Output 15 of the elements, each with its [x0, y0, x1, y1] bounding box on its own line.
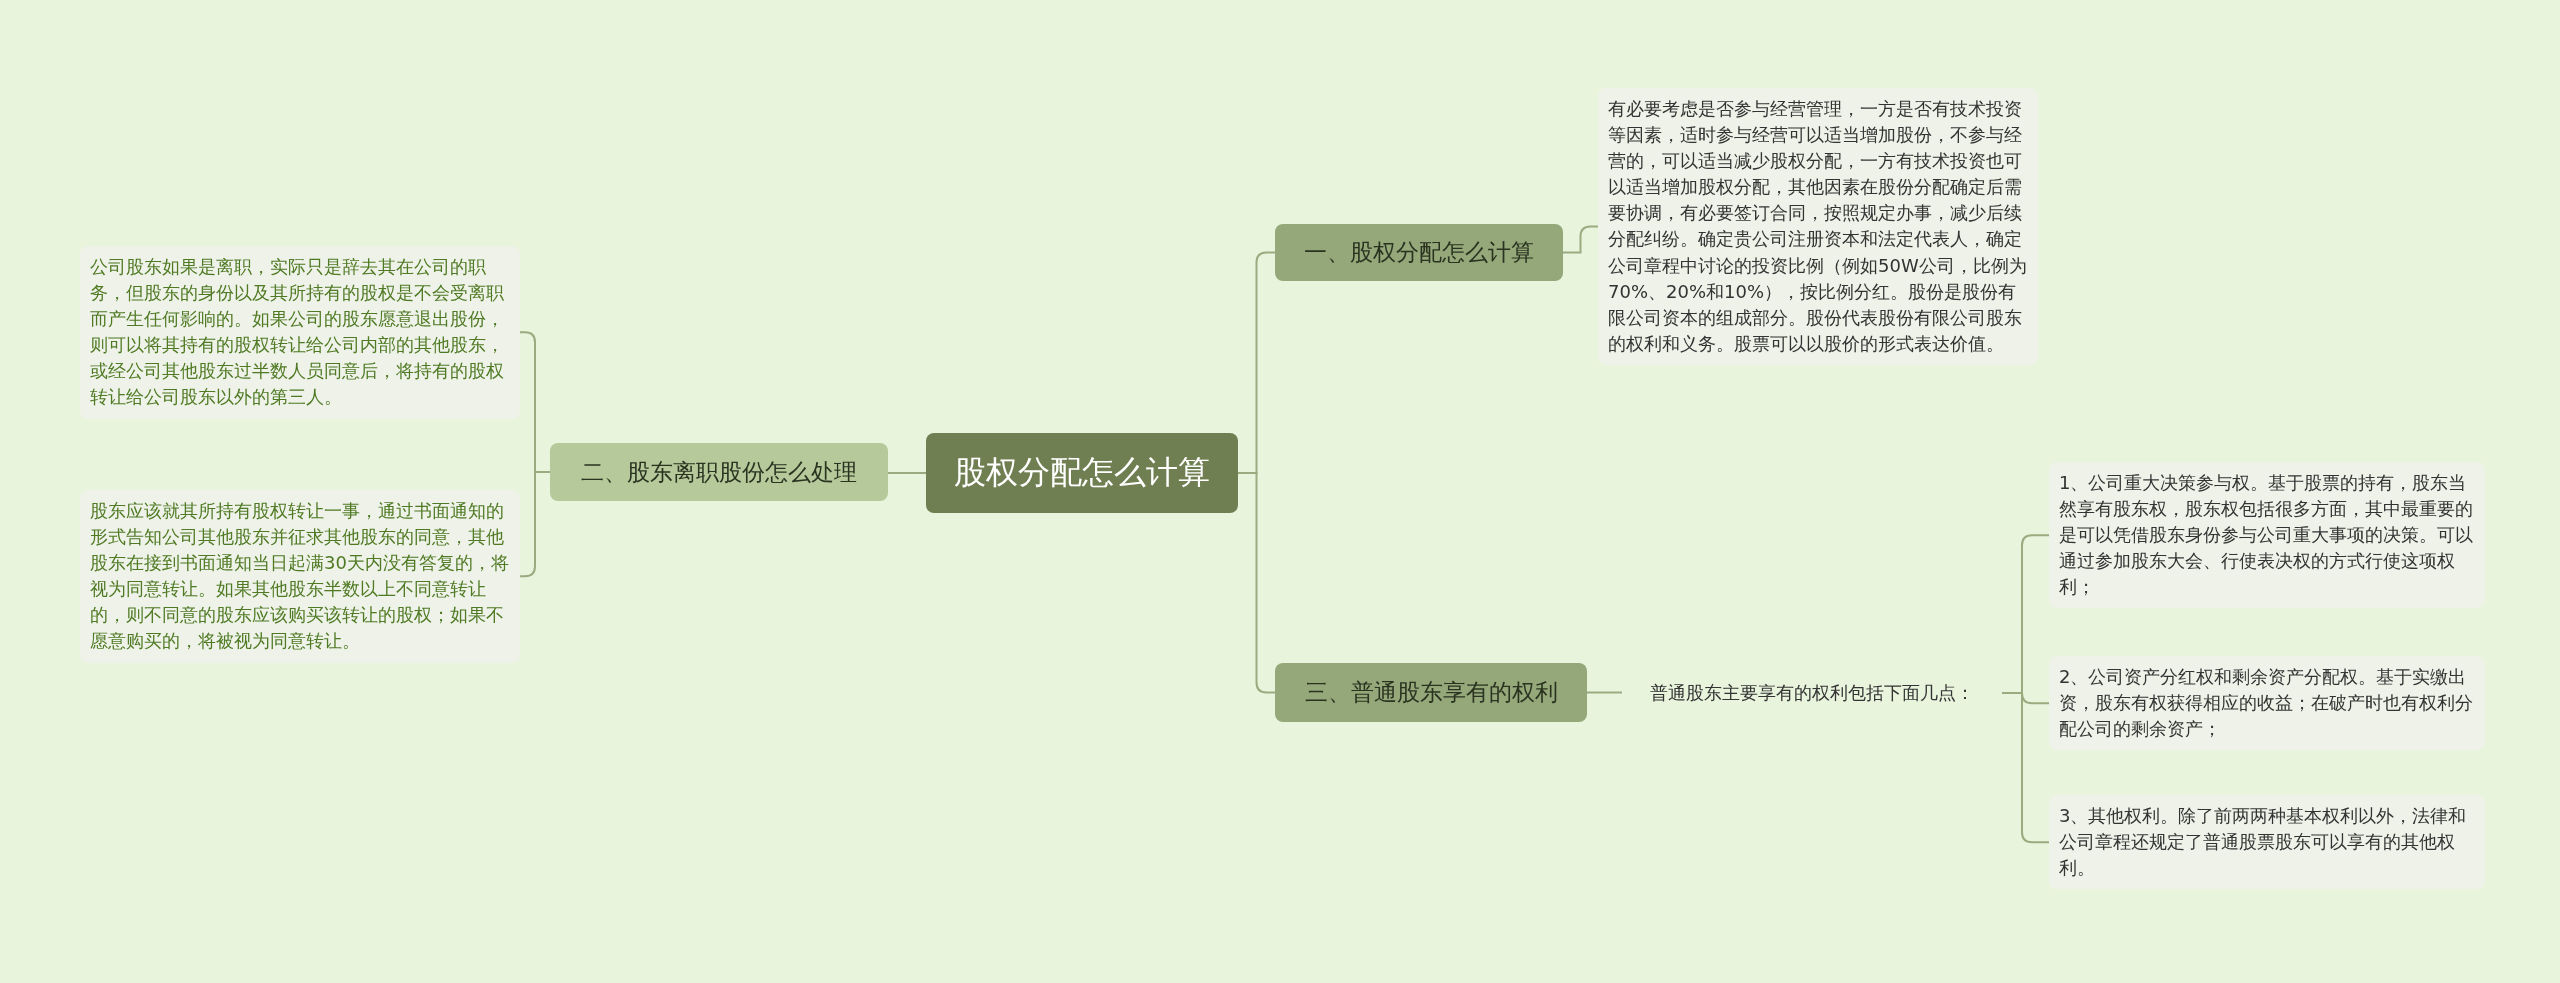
connector-line — [1237, 472, 1276, 694]
text-card: 1、公司重大决策参与权。基于股票的持有，股东当然享有股东权，股东权包括很多方面，其中最重要的是可以凭借股东身份参与公司重大事项的决策。可以通过参加股东大会、行使表决权的方式行使这项权利； — [2049, 462, 2485, 609]
connector-line — [887, 472, 927, 474]
text-card: 有必要考虑是否参与经营管理，一方是否有技术投资等因素，适时参与经营可以适当增加股份，不参与经营的，可以适当减少股权分配，一方有技术投资也可以适当增加股权分配，其他因素在股份分配确定后需要协调，有必要签订合同，按照规定办事，减少后续分配纠纷。确定贵公司注册资本和法定代表人，确定公司章程中讨论的投资比例（例如50W公司，比例为70%、20%和10%），按比例分红。股份是股份有限公司资本的组成部分。股份代表股份有限公司股东的权利和义务。股票可以以股价的形式表达价值。 — [1598, 88, 2038, 365]
text-label: 普通股东主要享有的权利包括下面几点： — [1622, 674, 2002, 712]
branch-topic: 三、普通股东享有的权利 — [1275, 663, 1587, 722]
branch-topic: 一、股权分配怎么计算 — [1275, 224, 1563, 281]
branch-topic: 二、股东离职股份怎么处理 — [550, 443, 888, 501]
text-card: 3、其他权利。除了前两两种基本权利以外，法律和公司章程还规定了普通股票股东可以享有的其他权利。 — [2049, 795, 2485, 890]
text-card: 2、公司资产分红权和剩余资产分配权。基于实缴出资，股东有权获得相应的收益；在破产时也有权利分配公司的剩余资产； — [2049, 656, 2485, 751]
connector-line — [1586, 691, 1623, 694]
connector-line — [1562, 225, 1599, 254]
text-card: 公司股东如果是离职，实际只是辞去其在公司的职务，但股东的身份以及其所持有的股权是不会受离职而产生任何影响的。如果公司的股东愿意退出股份，则可以将其持有的股权转让给公司内部的其他股东，或经公司其他股东过半数人员同意后，将持有的股权转让给公司股东以外的第三人。 — [80, 246, 520, 419]
text-card: 股东应该就其所持有股权转让一事，通过书面通知的形式告知公司其他股东并征求其他股东的同意，其他股东在接到书面通知当日起满30天内没有答复的，将视为同意转让。如果其他股东半数以上不同意转让的，则不同意的股东应该购买该转让的股权；如果不愿意购买的，将被视为同意转让。 — [80, 490, 520, 663]
root-topic: 股权分配怎么计算 — [926, 433, 1238, 513]
